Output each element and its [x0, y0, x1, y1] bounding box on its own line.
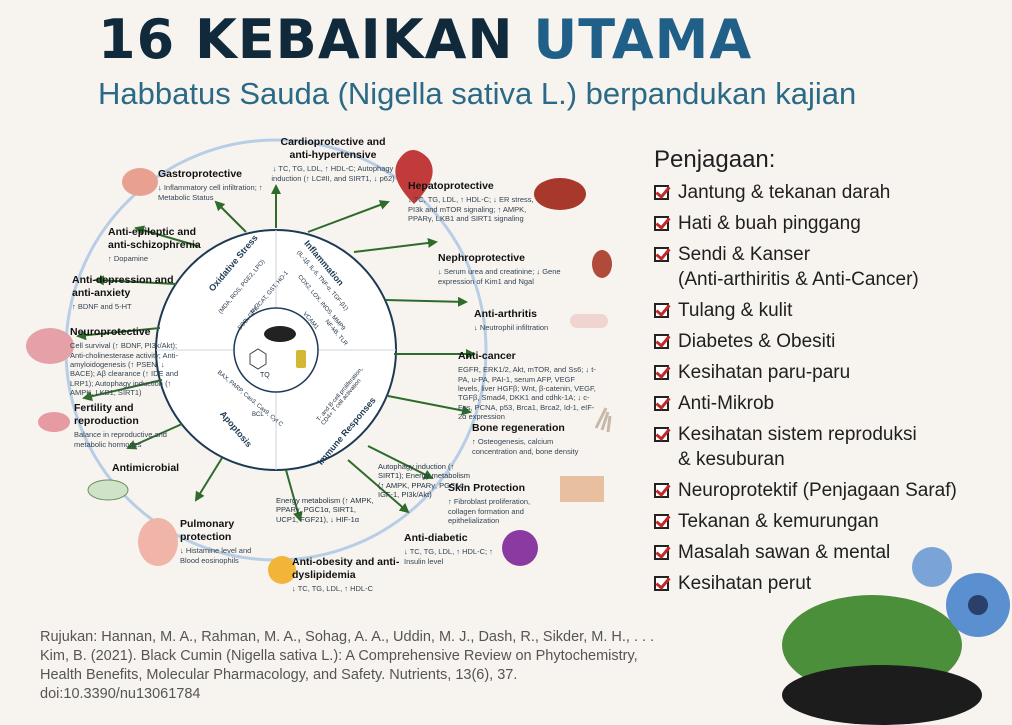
checkbox-icon	[654, 303, 669, 318]
page-subtitle: Habbatus Sauda (Nigella sativa L.) berpa…	[98, 76, 857, 111]
obesity-energy-note: Energy metabolism (↑ AMPK, PPARγ, PGC1α,…	[276, 496, 374, 524]
checkbox-icon	[654, 216, 669, 231]
penjagaan-item: Tulang & kulit	[654, 298, 957, 323]
title-accent: UTAMA	[533, 8, 753, 71]
decorative-icons	[26, 150, 612, 584]
bone-hand-icon	[594, 407, 612, 433]
liver-icon	[534, 178, 586, 210]
skin-icon	[560, 476, 604, 502]
core-circle	[233, 307, 319, 393]
checkbox-icon	[654, 514, 669, 529]
page-title: 16 KEBAIKAN UTAMA	[98, 8, 753, 71]
penjagaan-item: Hati & buah pinggang	[654, 211, 957, 236]
penjagaan-item: Tekanan & kemurungan	[654, 509, 957, 534]
outcome-gastroprotective: Gastroprotective↓ Inflammatory cell infi…	[158, 168, 263, 202]
kidney-icon	[592, 250, 612, 278]
heart-icon	[395, 150, 433, 204]
outcome-hepatoprotective: Hepatoprotective↓ TC, TG, LDL, ↑ HDL-C; …	[408, 180, 534, 223]
outcome-cardioprotective: Cardioprotective and anti-hypertensive↓ …	[271, 136, 395, 183]
core-label: TQ	[260, 372, 270, 379]
lungs-icon	[138, 518, 178, 566]
outcome-skin: Skin Protection↑ Fibroblast proliferatio…	[448, 482, 531, 525]
checkbox-icon	[654, 247, 669, 262]
diabetic-autophagy-note: Autophagy induction (↑ SIRT1); Energy me…	[378, 462, 470, 500]
outcome-bone: Bone regeneration↑ Osteogenesis, calcium…	[472, 422, 579, 456]
penjagaan-item: Jantung & tekanan darah	[654, 180, 957, 205]
penjagaan-item: Diabetes & Obesiti	[654, 329, 957, 354]
outcome-antiepileptic: Anti-epileptic and anti-schizophrenia↑ D…	[108, 226, 201, 264]
outcome-nephroprotective: Nephroprotective↓ Serum urea and creatin…	[438, 252, 561, 286]
ring-apoptosis-sub2: BCL	[252, 412, 264, 418]
microbe-icon	[87, 479, 129, 501]
diagram-svg	[26, 138, 612, 584]
checkbox-icon	[654, 427, 669, 442]
reference-citation: Rujukan: Hannan, M. A., Rahman, M. A., S…	[40, 629, 655, 702]
black-seed-pile	[264, 326, 296, 342]
benefits-diagram: Oxidative Stress (MDA, ROS, PGE2, LPO) S…	[18, 128, 618, 608]
penjagaan-item: Neuroprotektif (Penjagaan Saraf)	[654, 478, 957, 503]
penjagaan-item: Kesihatan perut	[654, 571, 957, 596]
checkbox-icon	[654, 545, 669, 560]
penjagaan-list: Jantung & tekanan darah Hati & buah ping…	[654, 180, 957, 596]
outcome-antidiabetic: Anti-diabetic↓ TC, TG, LDL, ↑ HDL-C; ↑ I…	[404, 532, 493, 566]
arrows	[76, 184, 476, 522]
penjagaan-heading: Penjagaan:	[654, 146, 776, 173]
checkbox-icon	[654, 334, 669, 349]
outcome-antiobesity: Anti-obesity and anti-dyslipidemia↓ TC, …	[292, 556, 400, 594]
penjagaan-item: Kesihatan sistem reproduksi& kesuburan	[654, 422, 957, 472]
checkbox-icon	[654, 396, 669, 411]
outcome-antiarthritis: Anti-arthritis↓ Neutrophil infiltration	[474, 308, 549, 333]
stomach-icon	[122, 168, 158, 196]
outcome-antimicrobial: Antimicrobial	[112, 462, 180, 474]
checkbox-icon	[654, 185, 669, 200]
uterus-icon	[38, 412, 70, 432]
penjagaan-panel: Penjagaan: Jantung & tekanan darah Hati …	[654, 146, 957, 602]
penjagaan-item: Anti-Mikrob	[654, 391, 957, 416]
penjagaan-item: Sendi & Kanser(Anti-arthiritis & Anti-Ca…	[654, 242, 957, 292]
virus-icon	[502, 530, 538, 566]
nigella-flower-illustration	[782, 547, 1010, 725]
checkbox-icon	[654, 483, 669, 498]
penjagaan-item: Kesihatan paru-paru	[654, 360, 957, 385]
penjagaan-item: Masalah sawan & mental	[654, 540, 957, 565]
checkbox-icon	[654, 365, 669, 380]
checkbox-icon	[654, 576, 669, 591]
molecule-icon	[249, 348, 267, 370]
oil-bottle	[296, 350, 306, 368]
brain-icon	[26, 328, 74, 364]
outcome-antidepression: Anti-depression and anti-anxiety↑ BDNF a…	[72, 274, 174, 312]
outcome-pulmonary: Pulmonary protection↓ Histamine level an…	[180, 518, 252, 565]
joint-icon	[570, 314, 608, 328]
child-icon	[268, 556, 296, 584]
